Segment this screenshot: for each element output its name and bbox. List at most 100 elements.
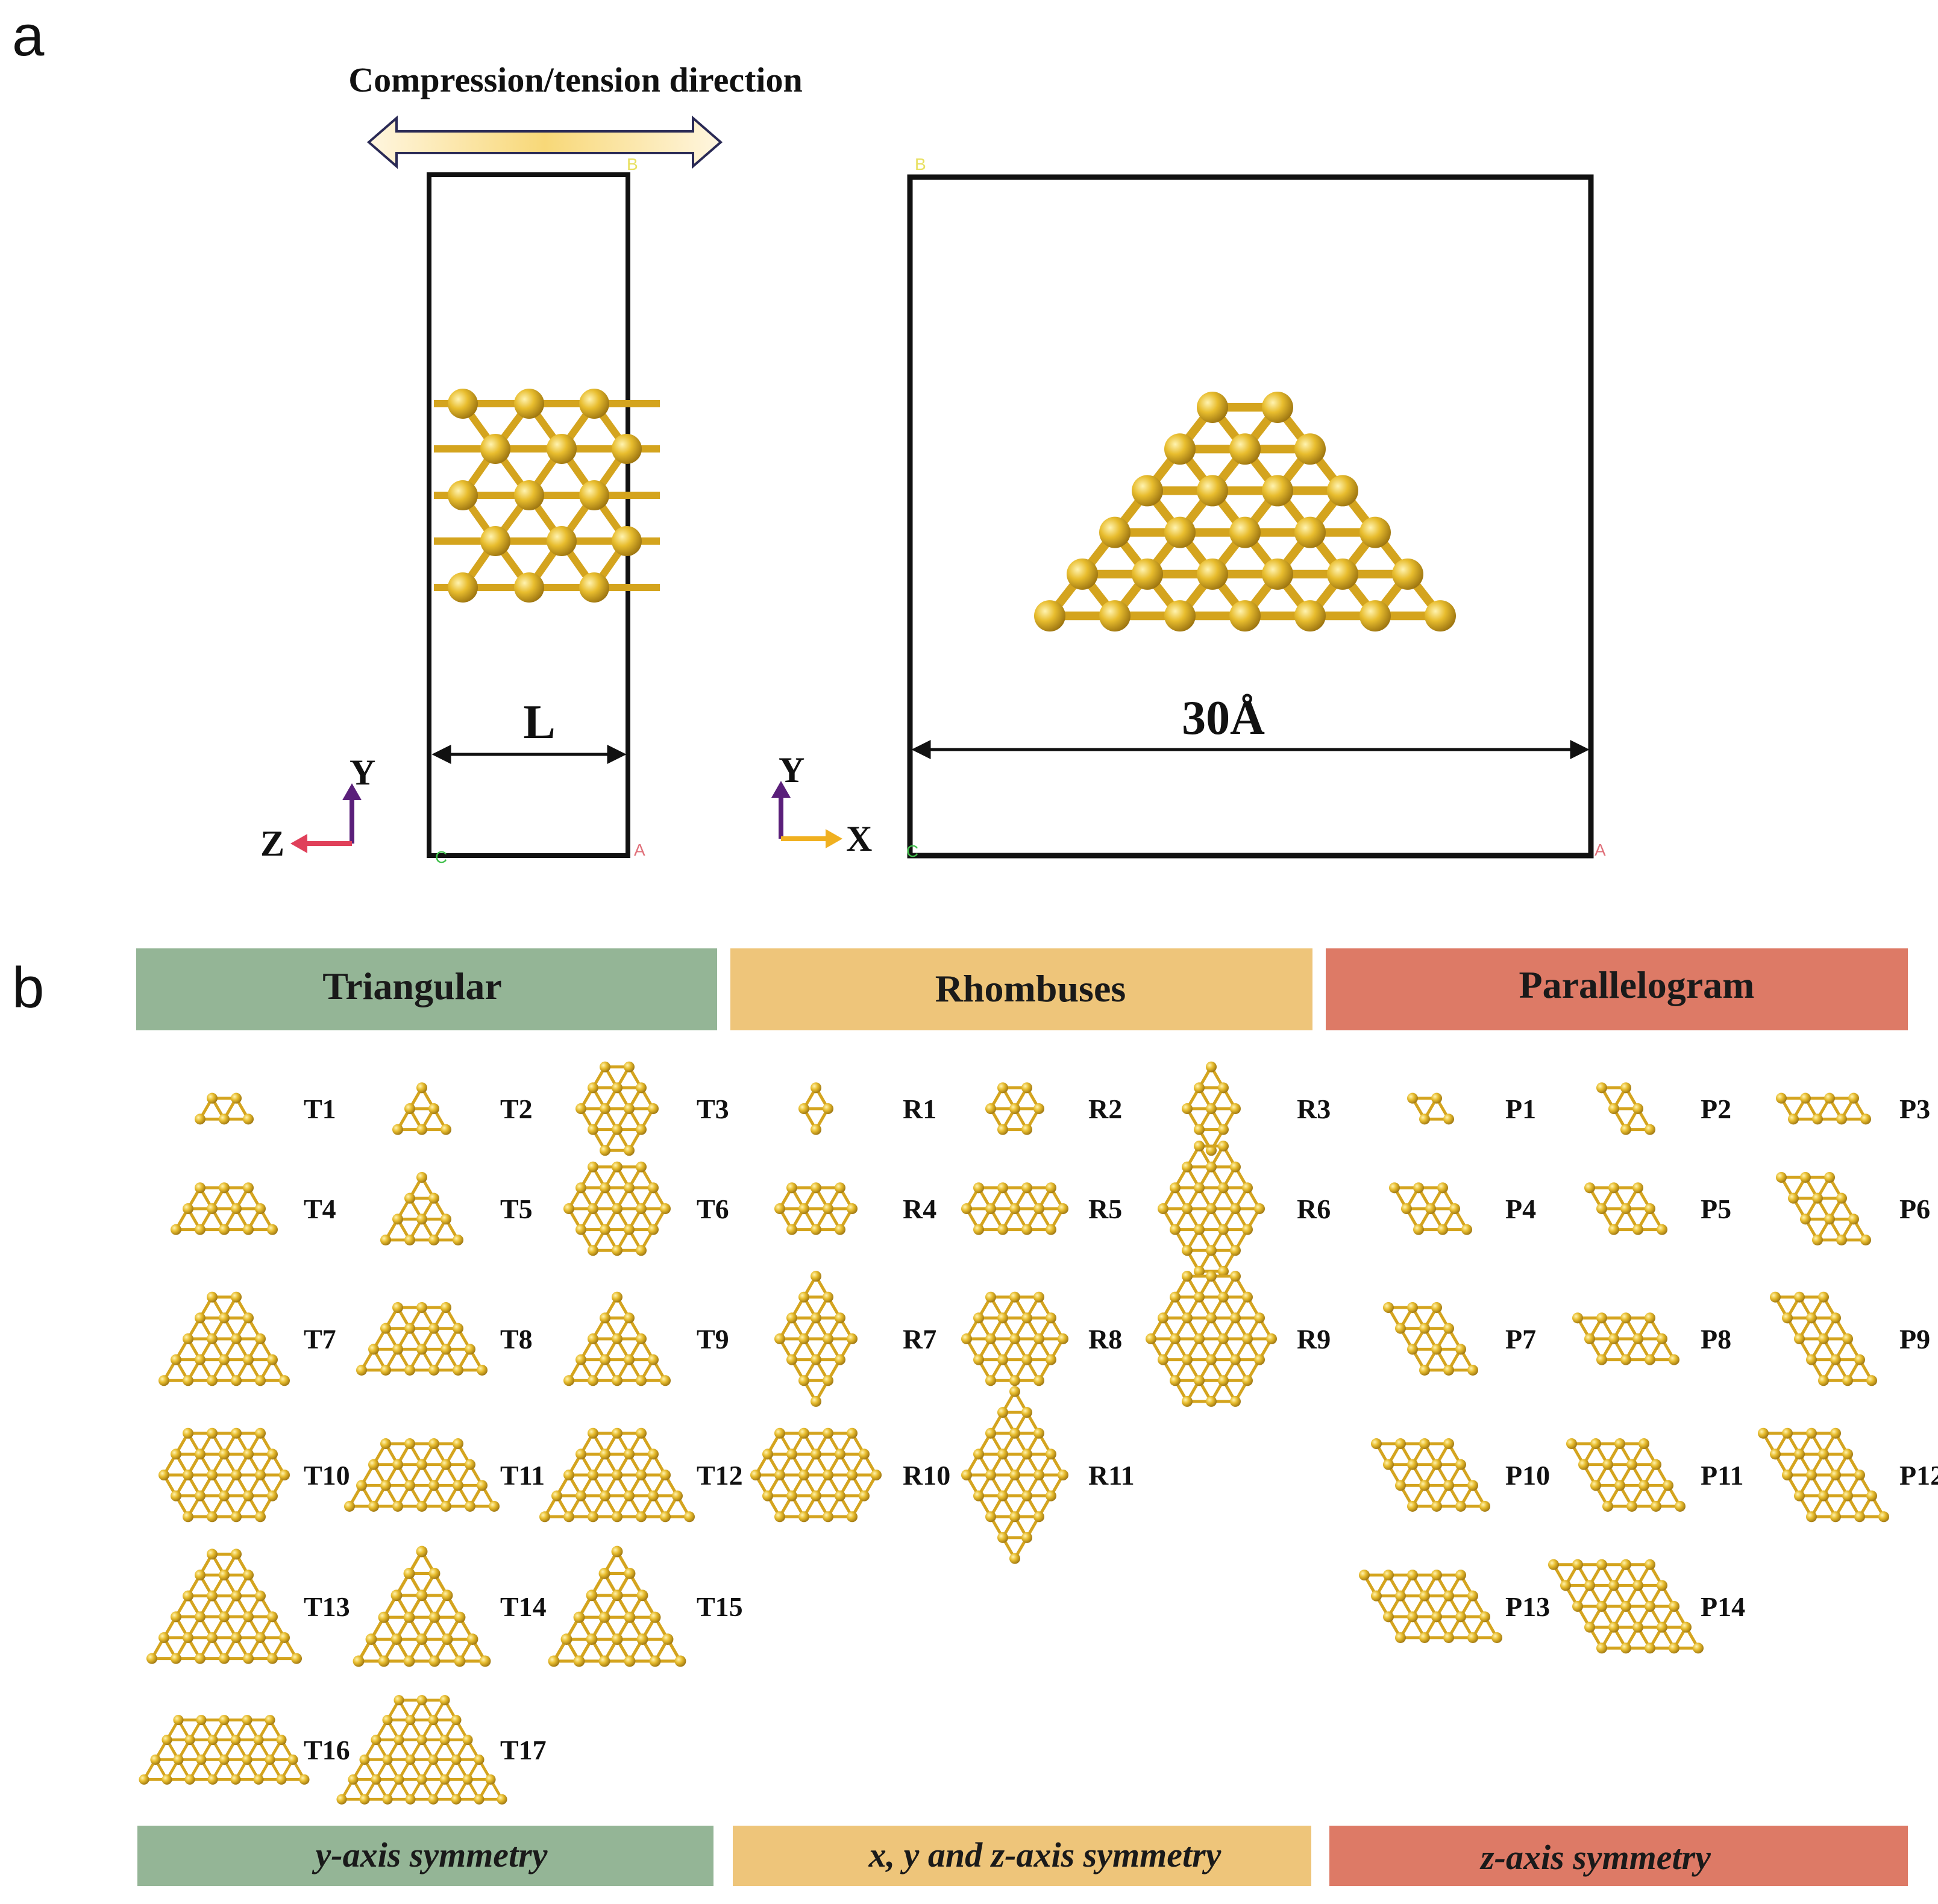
atom	[1413, 1224, 1424, 1235]
atom	[1620, 1203, 1631, 1214]
atom	[1596, 1082, 1607, 1094]
atom	[823, 1333, 833, 1344]
atom	[1572, 1559, 1583, 1570]
atom	[612, 1203, 622, 1214]
atom	[359, 1754, 370, 1765]
atom	[1632, 1333, 1643, 1344]
atom	[612, 1245, 622, 1256]
atom	[1431, 1344, 1442, 1355]
atom	[985, 1511, 996, 1523]
atom	[985, 1427, 996, 1439]
atom	[835, 1224, 845, 1235]
atom	[171, 1490, 181, 1502]
cluster-t4	[171, 1182, 278, 1235]
atom	[1359, 1570, 1370, 1581]
atom	[588, 1375, 598, 1386]
atom	[961, 1203, 972, 1214]
atom	[416, 1734, 427, 1746]
atom	[847, 1203, 858, 1214]
atom	[1206, 1271, 1217, 1282]
width-30A-label: 30Å	[1182, 692, 1265, 745]
atom	[162, 1774, 172, 1785]
atom	[1663, 1480, 1673, 1491]
atom	[477, 1364, 488, 1376]
cluster-label-r5: R5	[1088, 1194, 1122, 1224]
atom	[150, 1754, 161, 1765]
atom	[378, 1611, 390, 1623]
cluster-label-t12: T12	[697, 1460, 743, 1491]
atom	[158, 1470, 169, 1480]
cluster-p4	[1389, 1182, 1472, 1235]
atom	[684, 1511, 695, 1523]
atom	[276, 1774, 287, 1785]
atom	[207, 1092, 218, 1104]
axis-y-label-right: Y	[779, 750, 804, 790]
atom	[416, 1500, 427, 1512]
atom	[428, 1567, 441, 1579]
atom	[774, 1203, 785, 1214]
atom	[588, 1124, 598, 1135]
atom	[242, 1715, 252, 1726]
atom	[207, 1203, 218, 1214]
atom	[1443, 1590, 1454, 1602]
atom	[1800, 1092, 1811, 1104]
atom	[648, 1224, 659, 1235]
atom	[1572, 1601, 1583, 1612]
atom	[344, 1500, 355, 1512]
atom	[624, 1490, 635, 1502]
atom	[624, 1567, 636, 1579]
atom	[997, 1407, 1008, 1418]
atom	[416, 1344, 427, 1355]
atom	[1842, 1333, 1853, 1344]
atom	[636, 1161, 647, 1173]
header-rhombuses-bar	[730, 948, 1312, 1030]
atom	[786, 1182, 797, 1194]
atom	[207, 1333, 218, 1344]
atom	[1878, 1511, 1889, 1523]
cluster-label-t8: T8	[500, 1324, 533, 1354]
atom	[441, 1459, 451, 1470]
atom	[1443, 1113, 1454, 1125]
atom	[1794, 1333, 1805, 1344]
atom	[624, 1061, 635, 1073]
atom	[255, 1511, 266, 1523]
atom	[219, 1715, 230, 1726]
atom	[1009, 1203, 1020, 1214]
cluster-label-t3: T3	[697, 1094, 729, 1124]
atom	[183, 1470, 193, 1480]
atom	[1632, 1103, 1643, 1114]
cluster-label-t11: T11	[500, 1460, 545, 1491]
cluster-t15	[548, 1545, 686, 1667]
atom	[243, 1570, 254, 1581]
atom	[474, 1754, 485, 1765]
atom	[404, 1364, 415, 1376]
atom	[1608, 1103, 1619, 1114]
atom	[428, 1655, 441, 1667]
cluster-r10	[750, 1427, 882, 1523]
atom	[207, 1470, 218, 1480]
atom	[219, 1653, 230, 1664]
atom	[1158, 1203, 1168, 1214]
atom	[195, 1570, 205, 1581]
cluster-t7-bonds	[162, 1295, 286, 1382]
atom	[382, 1754, 393, 1765]
atom	[1620, 1082, 1631, 1094]
cluster-t1	[195, 1092, 254, 1125]
atom	[1590, 1438, 1601, 1450]
atom	[1782, 1312, 1793, 1324]
cluster-label-p5: P5	[1701, 1194, 1731, 1224]
atom	[380, 1323, 391, 1334]
cluster-label-r4: R4	[903, 1194, 936, 1224]
atom	[207, 1549, 218, 1560]
atom	[624, 1182, 635, 1194]
atom	[648, 1448, 659, 1460]
atom	[1818, 1375, 1829, 1386]
atom	[1033, 1375, 1044, 1386]
atom	[1467, 1480, 1478, 1491]
atom	[1170, 1291, 1181, 1303]
atom	[1182, 1161, 1193, 1173]
atom	[1596, 1203, 1607, 1214]
cluster-t17	[336, 1695, 507, 1805]
atom	[798, 1291, 809, 1303]
